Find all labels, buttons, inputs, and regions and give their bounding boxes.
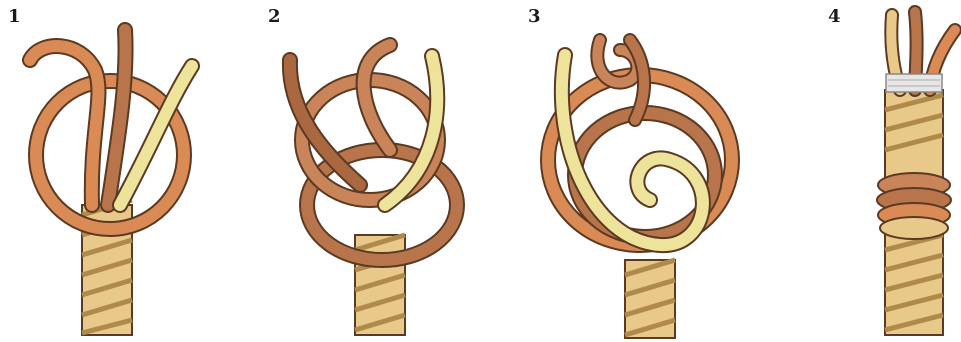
rope-body <box>355 235 405 335</box>
step-4-panel: 4 <box>820 0 961 342</box>
step-1-illustration <box>0 0 240 342</box>
step-2-panel: 2 <box>260 0 490 342</box>
top-knot-strands <box>597 40 644 120</box>
knot-crown <box>877 173 951 239</box>
step-2-illustration <box>260 0 490 342</box>
whipping-band <box>886 74 942 92</box>
step-3-panel: 3 <box>520 0 760 342</box>
orange-top-strand <box>364 45 390 150</box>
step-3-illustration <box>520 0 760 342</box>
step-1-panel: 1 <box>0 0 240 342</box>
rope-body <box>625 260 675 338</box>
brown-strand <box>108 30 126 205</box>
step-4-illustration <box>820 0 961 342</box>
